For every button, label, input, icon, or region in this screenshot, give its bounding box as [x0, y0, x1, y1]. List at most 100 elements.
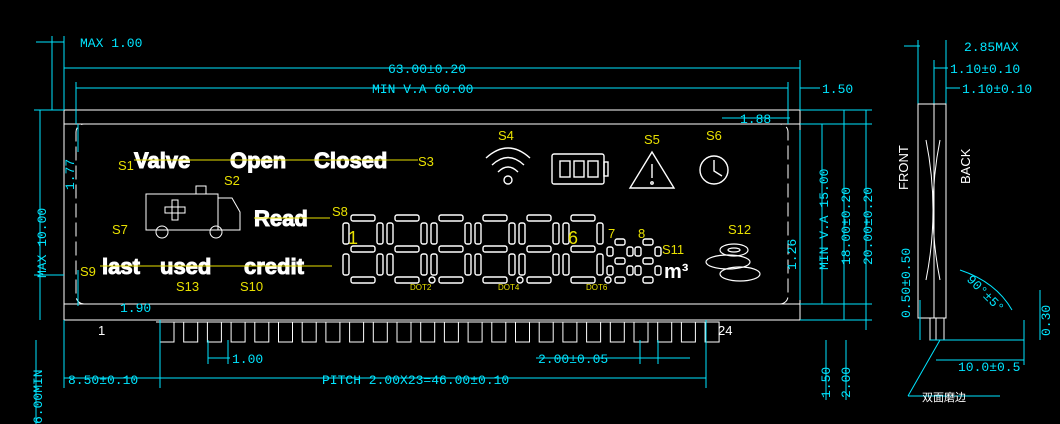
- digit-segment: [654, 265, 662, 276]
- digit-segment: [508, 253, 516, 276]
- digit-segment: [438, 276, 464, 284]
- dim-corner: 1.88: [740, 112, 771, 127]
- dim-pitch-total: PITCH 2.00X23=46.00±0.10: [322, 373, 509, 388]
- digit-segment: [642, 238, 654, 246]
- seg-s1: S1: [118, 158, 134, 173]
- seg-dot4: DOT4: [498, 283, 520, 292]
- digit-segment: [438, 245, 464, 253]
- digit-segment: [376, 222, 384, 245]
- digit-segment: [474, 253, 482, 276]
- pin: [159, 321, 175, 343]
- digit-segment: [342, 222, 350, 245]
- coins-icon: [705, 243, 761, 282]
- digit-segment: [482, 245, 508, 253]
- digit-segment: [634, 265, 642, 276]
- seg-s11: S11: [662, 242, 684, 257]
- pin: [680, 321, 696, 343]
- digit-segment: [350, 276, 376, 284]
- seg-digit-6: 6: [568, 228, 578, 248]
- digit-segment: [552, 222, 560, 245]
- seg-s9: S9: [80, 264, 96, 279]
- digit-segment: [626, 265, 634, 276]
- pin: [443, 321, 459, 343]
- dim-overall-width: 63.00±0.20: [388, 62, 466, 77]
- seg-s6: S6: [706, 128, 722, 143]
- dim-right-gap: 1.26: [785, 239, 800, 270]
- dimension-lines: [34, 36, 872, 424]
- dim-top-offset: 1.77: [63, 159, 78, 190]
- seg-digit-1: 1: [348, 228, 358, 248]
- digit-segment: [430, 253, 438, 276]
- dim-pin-bottom-a: 1.50: [819, 367, 834, 398]
- seg-s12: S12: [728, 222, 751, 237]
- digit-segment: [394, 214, 420, 222]
- battery-icon: [551, 153, 609, 185]
- pin-first-label: 1: [98, 323, 105, 338]
- pin: [396, 321, 412, 343]
- seg-digit-7: 7: [608, 226, 615, 241]
- pin: [586, 321, 602, 343]
- digit-segment: [474, 222, 482, 245]
- pin: [633, 321, 649, 343]
- digit-segment: [596, 253, 604, 276]
- side-view: [904, 40, 1041, 397]
- seg-s13: S13: [176, 279, 199, 294]
- side-dim-glass1: 1.10±0.10: [950, 62, 1020, 77]
- digit-segment: [350, 214, 376, 222]
- digit-segment: [508, 222, 516, 245]
- digit-segment: [394, 276, 420, 284]
- digit-segment: [642, 257, 654, 265]
- seg-s5: S5: [644, 132, 660, 147]
- digit-segment: [626, 246, 634, 257]
- digit-segment: [342, 253, 350, 276]
- digit-segment: [518, 253, 526, 276]
- pin: [609, 321, 625, 343]
- dim-bottom-offset: 1.90: [120, 301, 151, 316]
- seg-dot2: DOT2: [410, 283, 432, 292]
- pin: [325, 321, 341, 343]
- digit-segment: [464, 222, 472, 245]
- signal-icon: [485, 147, 531, 185]
- seven-segment-digits: [342, 214, 662, 284]
- digit-segment: [570, 245, 596, 253]
- digit-segment: [570, 214, 596, 222]
- text-icons: Valve Open Closed Read last used credit …: [100, 148, 689, 283]
- pin: [467, 321, 483, 343]
- side-dim-glass2: 1.10±0.10: [962, 82, 1032, 97]
- digit-segment: [570, 276, 596, 284]
- digit-segment: [614, 238, 626, 246]
- dim-overall-height: 20.00±0.20: [861, 187, 876, 265]
- side-pin-length: 10.0±0.5: [958, 360, 1020, 375]
- pin: [254, 321, 270, 343]
- pin: [372, 321, 388, 343]
- pin-last-label: 24: [718, 323, 732, 338]
- dim-left-pin-offset: 8.50±0.10: [68, 373, 138, 388]
- side-back-label: BACK: [958, 148, 973, 184]
- pin: [278, 321, 293, 343]
- side-front-label: FRONT: [896, 145, 911, 190]
- pin: [515, 321, 530, 343]
- pin: [349, 321, 365, 343]
- unit-m3: m³: [664, 261, 689, 283]
- seg-s10: S10: [240, 279, 263, 294]
- digit-segment: [634, 246, 642, 257]
- pin: [206, 321, 222, 343]
- digit-segment: [482, 276, 508, 284]
- pin: [301, 321, 317, 343]
- digit-segment: [430, 222, 438, 245]
- digit-segment: [386, 253, 394, 276]
- decimal-point: [604, 276, 612, 284]
- digit-segment: [526, 245, 552, 253]
- digit-segment: [562, 222, 570, 245]
- digit-segment: [482, 214, 508, 222]
- digit-segment: [526, 214, 552, 222]
- side-pin-thickness: 0.50±0.50: [899, 248, 914, 318]
- seg-dot6: DOT6: [586, 283, 608, 292]
- digit-segment: [464, 253, 472, 276]
- pin: [562, 321, 578, 343]
- side-pin-offset: 0.30: [1039, 305, 1054, 336]
- seg-digit-8: 8: [638, 226, 645, 241]
- dim-pitch: 2.00±0.05: [538, 352, 608, 367]
- dim-pin-length-min: 6.00MIN: [31, 369, 46, 424]
